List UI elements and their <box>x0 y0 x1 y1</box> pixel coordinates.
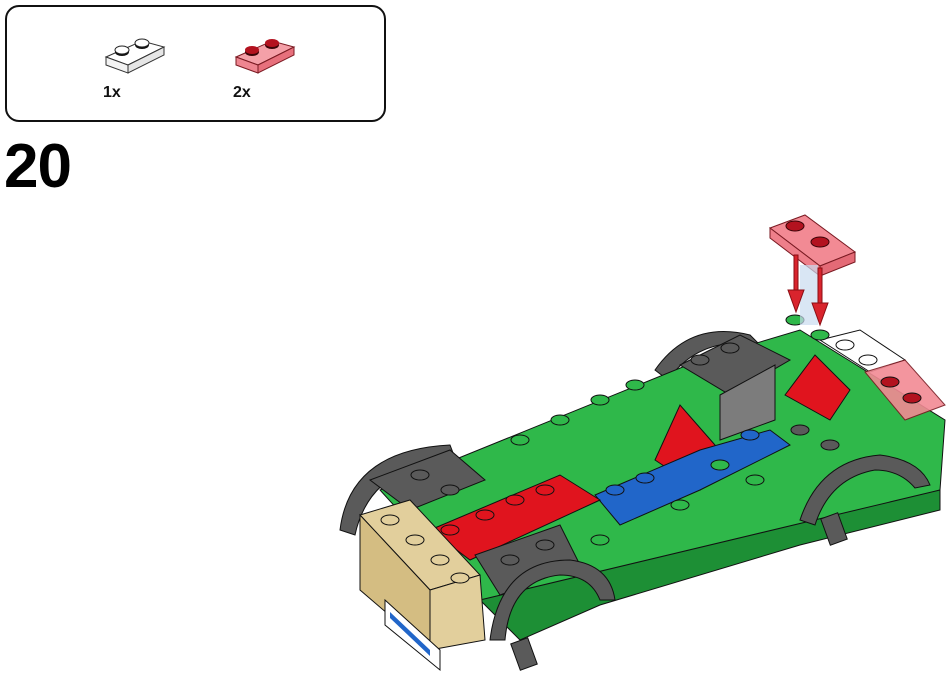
parts-callout-box: 1x 2x <box>5 5 386 122</box>
car-chassis-illustration <box>339 214 946 672</box>
part-white-plate <box>102 35 172 105</box>
part-quantity-white: 1x <box>103 84 121 101</box>
part-trans-red-plate <box>232 35 302 105</box>
floating-trans-red-plate <box>768 214 857 278</box>
white-plate-1x2-icon <box>104 38 166 74</box>
trans-red-plate-1x2-icon <box>234 39 296 74</box>
step-number: 20 <box>4 132 72 201</box>
model-illustration <box>320 210 951 685</box>
part-quantity-trans-red: 2x <box>233 84 251 101</box>
